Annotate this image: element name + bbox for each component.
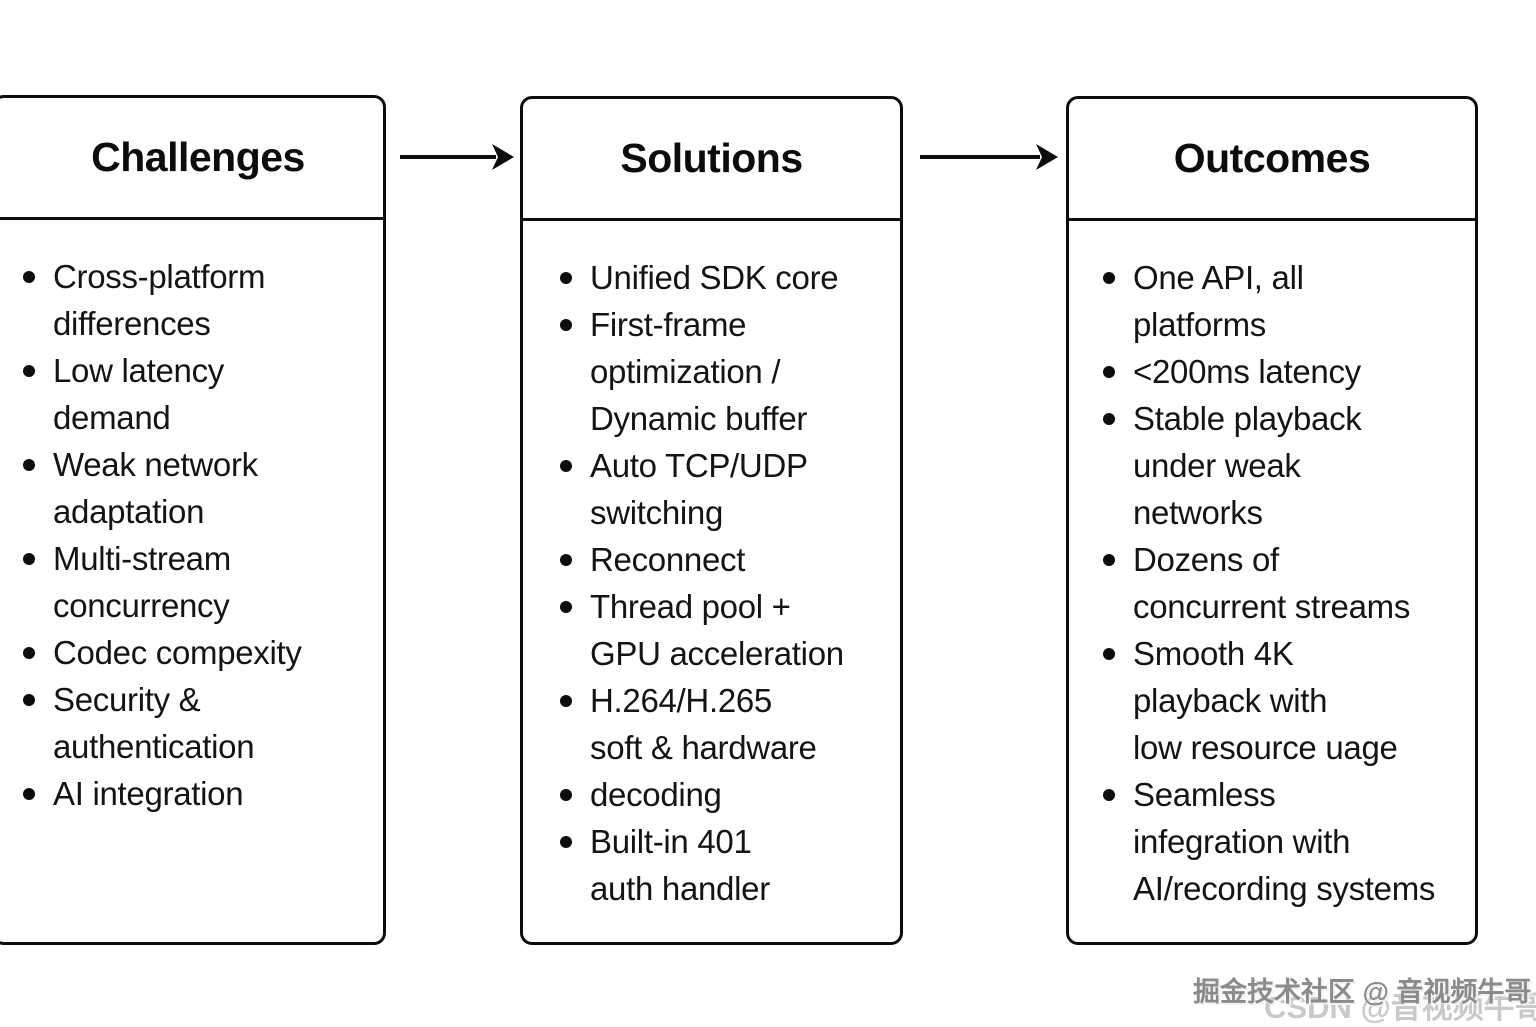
challenges-title: Challenges [91,134,305,180]
list-item: Thread pool + GPU acceleration [560,583,890,677]
outcomes-header: Outcomes [1069,99,1475,221]
list-item: Stable playback under weak networks [1103,395,1465,536]
list-item: Smooth 4K playback with low resource uag… [1103,630,1465,771]
solutions-title: Solutions [620,135,803,181]
list-item: Codec compexity [23,629,373,676]
list-item: Built-in 401 auth handler [560,818,890,912]
outcomes-title: Outcomes [1173,135,1371,181]
list-item: Security & authentication [23,676,373,770]
list-item: decoding [560,771,890,818]
list-item: Weak network adaptation [23,441,373,535]
watermark-csdn: CSDN @音视频牛哥 [1264,990,1536,1025]
list-item: Low latency demand [23,347,373,441]
list-item: Seamless infegration with AI/recording s… [1103,771,1465,912]
arrow-solutions-to-outcomes [920,144,1058,170]
list-item: Auto TCP/UDP switching [560,442,890,536]
list-item: Unified SDK core [560,254,890,301]
list-item: Multi-stream concurrency [23,535,373,629]
list-item: Reconnect [560,536,890,583]
list-item: Cross-platform differences [23,253,373,347]
list-item: One API, all platforms [1103,254,1465,348]
list-item: AI integration [23,770,373,817]
list-item: Dozens of concurrent streams [1103,536,1465,630]
list-item: First-frame optimization / Dynamic buffe… [560,301,890,442]
outcomes-box: Outcomes One API, all platforms<200ms la… [1066,96,1478,945]
challenges-header: Challenges [0,98,383,220]
watermark-juejin: 掘金技术社区 @ 音视频牛哥 [1193,977,1532,1007]
list-item: <200ms latency [1103,348,1465,395]
list-item: H.264/H.265 soft & hardware [560,677,890,771]
solutions-header: Solutions [523,99,900,221]
arrow-challenges-to-solutions [400,144,514,170]
